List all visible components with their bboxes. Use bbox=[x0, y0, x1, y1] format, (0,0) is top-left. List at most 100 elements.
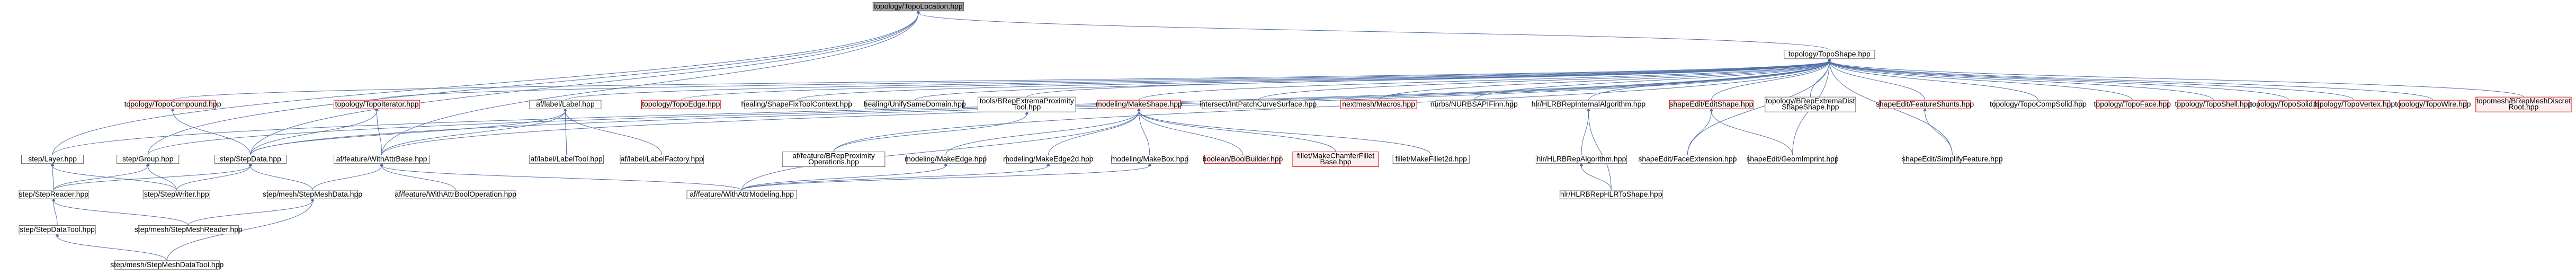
node-healunify[interactable]: healing/UnifySameDomain.hpp bbox=[864, 100, 966, 109]
node-root[interactable]: topology/TopoLocation.hpp bbox=[872, 2, 964, 12]
node-stepmeshreader[interactable]: step/mesh/StepMeshReader.hpp bbox=[135, 225, 243, 235]
edge-toolbrep-to-toposhape bbox=[1026, 57, 1831, 98]
node-aflabelfactory[interactable]: af/label/LabelFactory.hpp bbox=[620, 154, 704, 164]
node-toposhape[interactable]: topology/TopoShape.hpp bbox=[1784, 49, 1875, 59]
node-nurbs[interactable]: nurbs/NURBSAPIFinn.hpp bbox=[1430, 100, 1518, 109]
node-box-stepgroup bbox=[117, 154, 180, 164]
edge-stepmeshdata-to-affeatattr bbox=[312, 162, 384, 191]
edge-stepreader-to-steplayer bbox=[50, 162, 55, 190]
edge-affeatattr-to-topoiterator bbox=[375, 108, 382, 155]
node-geomimprint[interactable]: shapeEdit/GeomImprint.hpp bbox=[1746, 154, 1839, 164]
node-nextmesh[interactable]: nextmesh/Macros.hpp bbox=[1340, 100, 1417, 109]
node-affeatmodel[interactable]: af/feature/WithAttrModeling.hpp bbox=[686, 190, 797, 199]
node-topoface[interactable]: topology/TopoFace.hpp bbox=[2094, 100, 2171, 109]
edge-affeatmodel-to-makebox bbox=[741, 162, 1152, 191]
node-topoiterator[interactable]: topology/TopoIterator.hpp bbox=[334, 100, 421, 109]
node-label-featureshunts: shapeEdit/FeatureShunts.hpp bbox=[1876, 100, 1974, 108]
node-makebox[interactable]: modeling/MakeBox.hpp bbox=[1111, 154, 1189, 164]
node-box-stepstepdata bbox=[214, 154, 287, 164]
node-stepreader[interactable]: step/StepReader.hpp bbox=[19, 190, 89, 199]
node-box-makeedge bbox=[906, 154, 986, 164]
node-healshape[interactable]: healing/ShapeFixToolContext.hpp bbox=[741, 100, 853, 109]
node-box-makeshape bbox=[1097, 100, 1181, 109]
node-box-affeatbool bbox=[396, 190, 516, 199]
edge-stepmeshdata-to-stepstepdata bbox=[248, 162, 313, 191]
node-topocompound[interactable]: topology/TopoCompound.hpp bbox=[124, 100, 221, 109]
edge-filletmake2d-to-makeshape bbox=[1137, 108, 1432, 155]
node-toposolid[interactable]: topology/TopoSolid.hpp bbox=[2250, 100, 2328, 109]
node-topocompsolid[interactable]: topology/TopoCompSolid.hpp bbox=[1990, 100, 2087, 109]
node-label-aflabelfactory: af/label/LabelFactory.hpp bbox=[621, 154, 703, 163]
node-label-topovertex: topology/TopoVertex.hpp bbox=[2313, 100, 2395, 108]
edge-aflabel-to-toposhape bbox=[565, 57, 1831, 101]
node-hlralgo[interactable]: hlr/HLRBRepAlgorithm.hpp bbox=[1535, 154, 1627, 164]
node-label-filletchamfer: Base.hpp bbox=[1320, 157, 1351, 166]
node-label-stepstepdata: step/StepData.hpp bbox=[220, 154, 281, 163]
edge-hlrtoshape-to-hlrbrep bbox=[1586, 108, 1612, 190]
node-boolbuilder[interactable]: boolean/BoolBuilder.hpp bbox=[1203, 154, 1283, 164]
edge-nextmesh-to-toposhape bbox=[1378, 57, 1831, 101]
node-makeedge[interactable]: modeling/MakeEdge.hpp bbox=[905, 154, 987, 164]
node-label-geomimprint: shapeEdit/GeomImprint.hpp bbox=[1746, 154, 1839, 163]
node-toposhell[interactable]: topology/TopoShell.hpp bbox=[2175, 100, 2252, 109]
node-box-stepwriter bbox=[142, 190, 210, 199]
edge-topovertex-to-toposhape bbox=[1827, 57, 2355, 101]
node-box-healshape bbox=[744, 100, 849, 109]
node-label-topoedge: topology/TopoEdge.hpp bbox=[642, 100, 720, 108]
node-intersect[interactable]: intersect/IntPatchCurveSurface.hpp bbox=[1200, 100, 1317, 109]
node-hlrbrep[interactable]: hlr/HLRBRepInternalAlgorithm.hpp bbox=[1532, 100, 1646, 109]
node-label-hlrbrep: hlr/HLRBRepInternalAlgorithm.hpp bbox=[1532, 100, 1646, 108]
node-stepmeshdata[interactable]: step/mesh/StepMeshData.hpp bbox=[263, 190, 363, 199]
node-faceext[interactable]: shapeEdit/FaceExtension.hpp bbox=[1638, 154, 1737, 164]
edge-stepwriter-to-steplayer bbox=[50, 162, 177, 191]
node-label-affeatbrep: Operations.hpp bbox=[808, 157, 859, 166]
node-simplify[interactable]: shapeEdit/SimplifyFeature.hpp bbox=[1902, 154, 2003, 164]
edge-stepmeshdatatool-to-stepdatatool bbox=[55, 233, 167, 261]
node-stepwriter[interactable]: step/StepWriter.hpp bbox=[142, 190, 210, 199]
node-affeatattr[interactable]: af/feature/WithAttrBase.hpp bbox=[334, 154, 430, 164]
node-label-affeatbool: af/feature/WithAttrBoolOperation.hpp bbox=[395, 190, 516, 198]
node-topoedge[interactable]: topology/TopoEdge.hpp bbox=[641, 100, 721, 109]
node-steplayer[interactable]: step/Layer.hpp bbox=[21, 154, 84, 164]
node-box-topowire bbox=[2399, 100, 2467, 109]
edge-healunify-to-toposhape bbox=[914, 57, 1831, 101]
node-topovertex[interactable]: topology/TopoVertex.hpp bbox=[2313, 100, 2395, 109]
node-aflabeltool[interactable]: af/label/LabelTool.hpp bbox=[529, 154, 604, 164]
node-box-affeatattr bbox=[334, 154, 430, 164]
edge-affeatmodel-to-affeatattr bbox=[380, 162, 743, 191]
node-stepgroup[interactable]: step/Group.hpp bbox=[117, 154, 180, 164]
node-box-toposhape bbox=[1784, 50, 1875, 59]
node-box-root bbox=[872, 2, 964, 12]
node-aflabel[interactable]: af/label/Label.hpp bbox=[529, 100, 602, 109]
dependency-edges bbox=[50, 10, 2524, 261]
node-featureshunts[interactable]: shapeEdit/FeatureShunts.hpp bbox=[1876, 100, 1974, 109]
node-label-toposhell: topology/TopoShell.hpp bbox=[2175, 100, 2252, 108]
node-editshape[interactable]: shapeEdit/EditShape.hpp bbox=[1669, 100, 1754, 109]
node-stepdatatool[interactable]: step/StepDataTool.hpp bbox=[19, 225, 96, 235]
edge-healshape-to-toposhape bbox=[796, 57, 1831, 101]
edge-faceext-to-editshape bbox=[1687, 108, 1713, 155]
node-hlrtoshape[interactable]: hlr/HLRBRepHLRToShape.hpp bbox=[1559, 190, 1663, 199]
node-label-topocompound: topology/TopoCompound.hpp bbox=[124, 100, 221, 108]
node-label-toolbrep: Tool.hpp bbox=[1013, 103, 1041, 111]
node-topowire[interactable]: topology/TopoWire.hpp bbox=[2395, 100, 2471, 109]
edge-topoface-to-toposhape bbox=[1827, 57, 2133, 101]
node-box-editshape bbox=[1669, 100, 1754, 109]
node-stepstepdata[interactable]: step/StepData.hpp bbox=[214, 154, 287, 164]
edge-simplify-to-featureshunts bbox=[1922, 108, 1953, 155]
node-makeshape[interactable]: modeling/MakeShape.hpp bbox=[1096, 100, 1182, 109]
node-affeatbool[interactable]: af/feature/WithAttrBoolOperation.hpp bbox=[395, 190, 516, 199]
node-stepmeshdatatool[interactable]: step/mesh/StepMeshDataTool.hpp bbox=[110, 260, 223, 270]
edge-featureshunts-to-toposhape bbox=[1827, 57, 1925, 101]
node-filletmake2d[interactable]: fillet/MakeFillet2d.hpp bbox=[1392, 154, 1470, 164]
node-box-hlralgo bbox=[1535, 154, 1627, 164]
node-makeedge2d[interactable]: modeling/MakeEdge2d.hpp bbox=[1003, 154, 1094, 164]
edge-boolbuilder-to-makeshape bbox=[1137, 108, 1243, 155]
node-box-aflabel bbox=[529, 100, 602, 109]
node-label-stepwriter: step/StepWriter.hpp bbox=[144, 190, 209, 198]
